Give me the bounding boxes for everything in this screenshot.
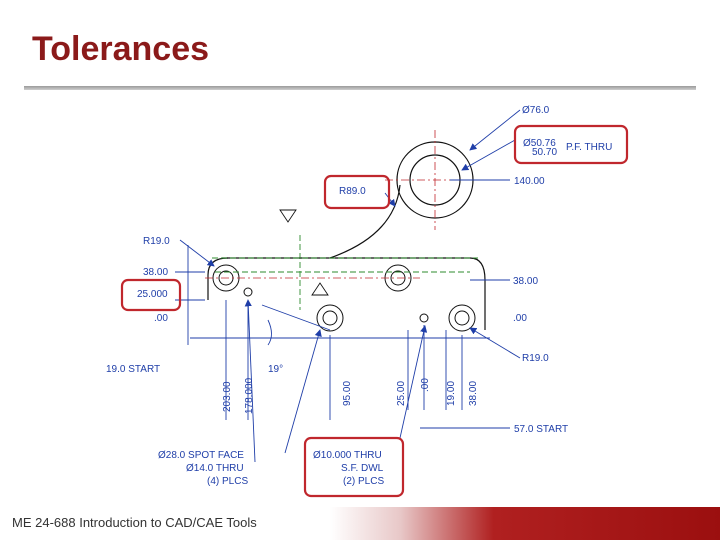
dim-pf-b: 50.70 [532, 147, 557, 158]
holes [212, 264, 476, 332]
datum-markers [279, 209, 329, 296]
dim-r19-right: R19.0 [522, 353, 549, 364]
part-outline [207, 141, 486, 330]
r89-highlight [323, 174, 391, 210]
dim-203: 203.00 [222, 381, 233, 412]
title-divider [24, 86, 696, 90]
dim-25-vert: 25.00 [396, 381, 407, 406]
pf-thru-highlight [513, 124, 629, 165]
dim-r19-top: R19.0 [143, 236, 170, 247]
highlight-boxes [120, 124, 629, 498]
dowel-hole [419, 313, 429, 323]
dimension-lines [175, 179, 510, 429]
dim-0-right: .00 [513, 313, 527, 324]
spot-face-line2: Ø14.0 THRU [186, 463, 244, 474]
hidden-lines [212, 235, 478, 310]
dim-0-vert: .00 [420, 378, 431, 392]
tolerance-25-highlight [120, 278, 182, 312]
spot-face-line1: Ø28.0 SPOT FACE [158, 450, 244, 461]
dim-38-left: 38.00 [143, 267, 168, 278]
dowel-callout-highlight [303, 436, 405, 498]
dim-start-19: 19.0 START [106, 364, 160, 375]
dowel-line3: (2) PLCS [343, 476, 384, 487]
spot-face-hole [448, 304, 476, 332]
dim-25: 25.000 [137, 289, 168, 300]
footer-course-title: ME 24-688 Introduction to CAD/CAE Tools [12, 515, 257, 530]
dim-178: 178.000 [244, 377, 255, 414]
dim-pf-label: P.F. THRU [566, 142, 612, 153]
arc-r89 [329, 184, 401, 259]
dim-start-57: 57.0 START [514, 424, 568, 435]
dowel-hole [243, 287, 253, 297]
dowel-line2: S.F. DWL [341, 463, 384, 474]
spot-face-line3: (4) PLCS [207, 476, 248, 487]
dim-r89: R89.0 [339, 186, 366, 197]
dim-95: 95.00 [342, 381, 353, 406]
dim-0-left: .00 [154, 313, 168, 324]
dim-38-vert: 38.00 [468, 381, 479, 406]
dowel-line1: Ø10.000 THRU [313, 450, 382, 461]
page-title: Tolerances [32, 30, 210, 68]
dim-d76: Ø76.0 [522, 105, 550, 116]
dim-pf-a: Ø50.76 [523, 138, 556, 149]
dim-38-right: 38.00 [513, 276, 538, 287]
spot-face-hole [316, 304, 344, 332]
dim-140: 140.00 [514, 176, 545, 187]
dim-19-vert: 19.00 [446, 381, 457, 406]
leaders [179, 109, 521, 463]
centerlines [205, 130, 490, 279]
footer-accent-bar [330, 507, 720, 540]
dim-angle-19: 19° [268, 364, 283, 375]
